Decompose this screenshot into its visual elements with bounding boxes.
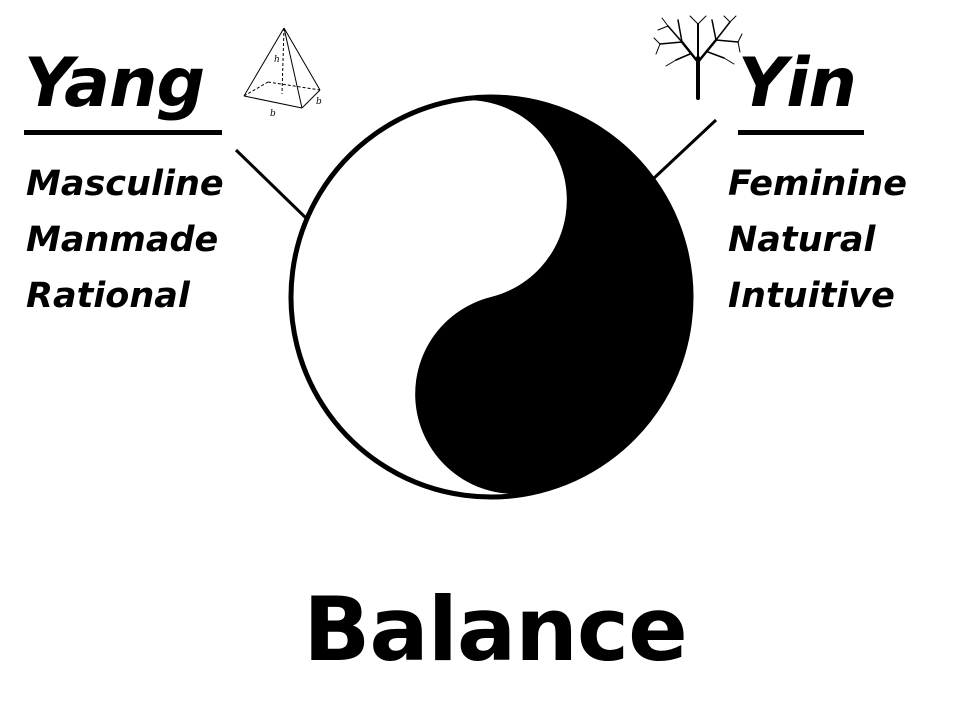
pyramid-base-front-label: b (270, 109, 276, 119)
yang-attribute: Manmade (26, 220, 219, 260)
yang-attribute: Rational (26, 276, 190, 316)
yin-attribute-list: Feminine Natural Intuitive (728, 156, 907, 324)
white-dot (444, 177, 489, 222)
yang-underline (24, 130, 222, 135)
yin-attribute: Natural (728, 220, 876, 260)
tree-icon (653, 15, 743, 100)
yin-attribute: Intuitive (728, 276, 895, 316)
yin-attribute: Feminine (728, 164, 907, 204)
yang-title: Yang (24, 44, 205, 123)
pyramid-base-side-label: b (316, 97, 322, 107)
yin-yang-symbol (288, 94, 694, 500)
symbol-outline (288, 94, 694, 500)
pyramid-height-label: h (274, 55, 280, 65)
yin-yang-black-half (415, 97, 691, 495)
yin-title: Yin (738, 44, 857, 123)
black-dot (491, 370, 540, 419)
pyramid-icon: h b b (243, 27, 322, 119)
balance-caption: Balance (303, 578, 688, 681)
yang-attribute-list: Masculine Manmade Rational (26, 156, 224, 324)
yang-attribute: Masculine (26, 164, 224, 204)
yin-underline (738, 130, 864, 135)
